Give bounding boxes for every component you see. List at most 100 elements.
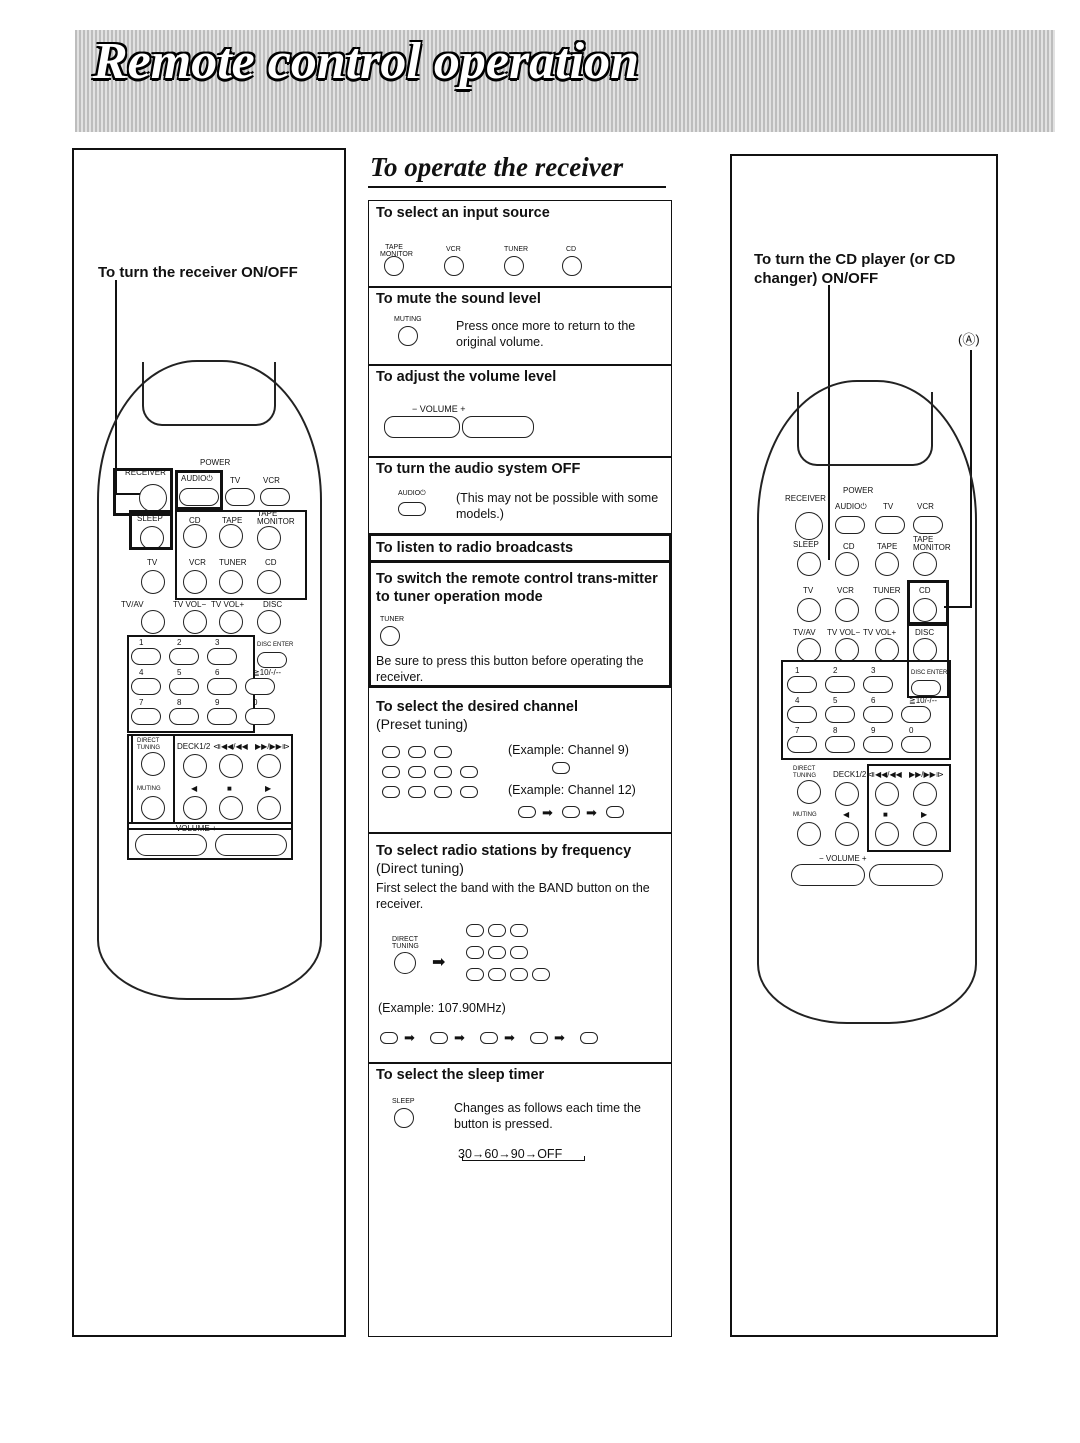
number-key-button[interactable] <box>245 708 275 725</box>
tv-power-button[interactable] <box>875 516 905 534</box>
preset-key-button[interactable] <box>460 786 478 798</box>
preset-key-button[interactable] <box>460 766 478 778</box>
audio-power-button[interactable] <box>398 502 426 516</box>
volume-up-button[interactable] <box>869 864 943 886</box>
volume-down-button[interactable] <box>135 834 207 856</box>
tv-input-button[interactable] <box>797 598 821 622</box>
tv-vol-up-button[interactable] <box>875 638 899 662</box>
number-key-button[interactable] <box>131 648 161 665</box>
number-key-button[interactable] <box>169 708 199 725</box>
stop-button[interactable] <box>219 796 243 820</box>
receiver-power-button[interactable] <box>139 484 167 512</box>
frequency-key-button[interactable] <box>466 968 484 981</box>
muting-button[interactable] <box>398 326 418 346</box>
frequency-key-button[interactable] <box>510 968 528 981</box>
preset-key-button[interactable] <box>408 766 426 778</box>
cd-input-button[interactable] <box>257 570 281 594</box>
frequency-key-button[interactable] <box>532 968 550 981</box>
tvav-button[interactable] <box>797 638 821 662</box>
rewind-button[interactable] <box>219 754 243 778</box>
preset-key-button[interactable] <box>408 746 426 758</box>
tvav-button[interactable] <box>141 610 165 634</box>
sequence-key-button[interactable] <box>580 1032 598 1044</box>
vcr-button[interactable] <box>444 256 464 276</box>
muting-button[interactable] <box>141 796 165 820</box>
tuner-mode-button[interactable] <box>380 626 400 646</box>
preset-key-button[interactable] <box>408 786 426 798</box>
number-key-button[interactable] <box>245 678 275 695</box>
receiver-power-button[interactable] <box>795 512 823 540</box>
number-key-button[interactable] <box>787 676 817 693</box>
preset-key-button[interactable] <box>382 766 400 778</box>
number-key-button[interactable] <box>787 736 817 753</box>
reverse-play-button[interactable] <box>835 822 859 846</box>
number-key-button[interactable] <box>169 648 199 665</box>
play-button[interactable] <box>913 822 937 846</box>
direct-tuning-button[interactable] <box>394 952 416 974</box>
tv-vol-up-button[interactable] <box>219 610 243 634</box>
number-key-button[interactable] <box>825 676 855 693</box>
rewind-button[interactable] <box>875 782 899 806</box>
audio-power-button[interactable] <box>179 488 219 506</box>
vcr-power-button[interactable] <box>260 488 290 506</box>
disc-button[interactable] <box>913 638 937 662</box>
tape-monitor-button[interactable] <box>913 552 937 576</box>
preset-key-button[interactable] <box>434 746 452 758</box>
fast-forward-button[interactable] <box>257 754 281 778</box>
key-1-example[interactable] <box>562 806 580 818</box>
deck-button[interactable] <box>183 754 207 778</box>
number-key-button[interactable] <box>825 706 855 723</box>
frequency-key-button[interactable] <box>488 946 506 959</box>
number-key-button[interactable] <box>787 706 817 723</box>
tape-button[interactable] <box>875 552 899 576</box>
frequency-key-button[interactable] <box>466 946 484 959</box>
tv-vol-down-button[interactable] <box>183 610 207 634</box>
direct-tuning-button[interactable] <box>797 780 821 804</box>
muting-button[interactable] <box>797 822 821 846</box>
tuner-button[interactable] <box>504 256 524 276</box>
key-9-example[interactable] <box>552 762 570 774</box>
number-key-button[interactable] <box>207 708 237 725</box>
sleep-button[interactable] <box>797 552 821 576</box>
direct-tuning-button[interactable] <box>141 752 165 776</box>
cd-button[interactable] <box>562 256 582 276</box>
play-button[interactable] <box>257 796 281 820</box>
number-key-button[interactable] <box>207 648 237 665</box>
number-key-button[interactable] <box>863 706 893 723</box>
frequency-key-button[interactable] <box>488 924 506 937</box>
tuner-button[interactable] <box>219 570 243 594</box>
cd-input-button[interactable] <box>913 598 937 622</box>
sequence-key-button[interactable] <box>530 1032 548 1044</box>
volume-up-button[interactable] <box>462 416 534 438</box>
reverse-play-button[interactable] <box>183 796 207 820</box>
cd-power-button[interactable] <box>835 552 859 576</box>
key-10plus-example[interactable] <box>518 806 536 818</box>
preset-key-button[interactable] <box>434 786 452 798</box>
key-2-example[interactable] <box>606 806 624 818</box>
frequency-key-button[interactable] <box>510 946 528 959</box>
disc-enter-button[interactable] <box>911 680 941 696</box>
audio-power-button[interactable] <box>835 516 865 534</box>
frequency-key-button[interactable] <box>466 924 484 937</box>
frequency-key-button[interactable] <box>488 968 506 981</box>
preset-key-button[interactable] <box>434 766 452 778</box>
tape-monitor-button[interactable] <box>257 526 281 550</box>
tv-input-button[interactable] <box>141 570 165 594</box>
number-key-button[interactable] <box>901 706 931 723</box>
vcr-input-button[interactable] <box>183 570 207 594</box>
volume-up-button[interactable] <box>215 834 287 856</box>
number-key-button[interactable] <box>131 708 161 725</box>
number-key-button[interactable] <box>901 736 931 753</box>
volume-down-button[interactable] <box>384 416 460 438</box>
tape-button[interactable] <box>219 524 243 548</box>
number-key-button[interactable] <box>863 736 893 753</box>
number-key-button[interactable] <box>131 678 161 695</box>
tape-monitor-button[interactable] <box>384 256 404 276</box>
tuner-button[interactable] <box>875 598 899 622</box>
disc-enter-button[interactable] <box>257 652 287 668</box>
number-key-button[interactable] <box>207 678 237 695</box>
fast-forward-button[interactable] <box>913 782 937 806</box>
frequency-key-button[interactable] <box>510 924 528 937</box>
cd-button[interactable] <box>183 524 207 548</box>
number-key-button[interactable] <box>825 736 855 753</box>
